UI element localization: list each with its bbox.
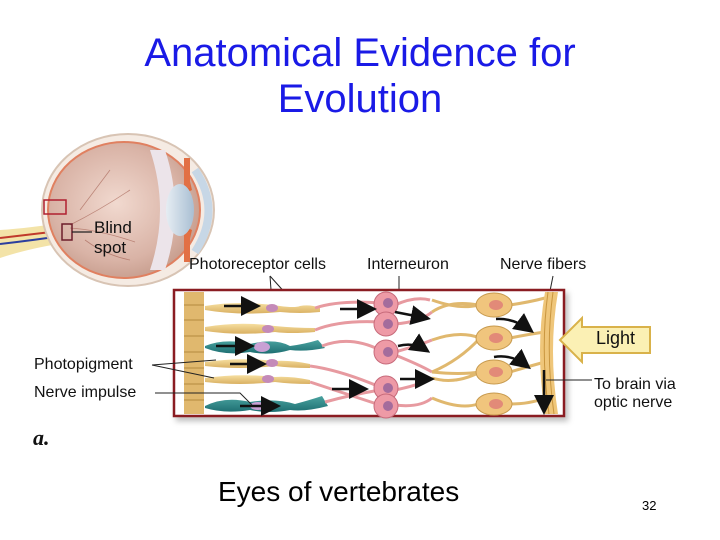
photopigment-label: Photopigment	[34, 356, 133, 373]
blind-spot-line-2: spot	[94, 238, 127, 257]
to-brain-label: To brain via optic nerve	[594, 376, 676, 412]
to-brain-line-1: To brain via	[594, 376, 676, 393]
page-number: 32	[642, 498, 657, 513]
blind-spot-label: Blind spot	[94, 218, 132, 258]
nerve-impulse-label: Nerve impulse	[34, 384, 137, 401]
nerve-fibers-label: Nerve fibers	[500, 256, 587, 273]
to-brain-line-2: optic nerve	[594, 394, 673, 411]
light-arrow	[558, 315, 651, 365]
slide-caption: Eyes of vertebrates	[218, 476, 460, 507]
blind-spot-line-1: Blind	[94, 218, 132, 237]
eyeball-illustration	[0, 133, 215, 287]
title-line-2: Evolution	[277, 77, 443, 121]
photoreceptor-cells-label: Photoreceptor cells	[189, 256, 326, 273]
interneuron-label: Interneuron	[367, 256, 449, 273]
panel-letter: a.	[33, 425, 50, 450]
pigment-epithelium	[184, 292, 204, 414]
light-label: Light	[596, 328, 636, 348]
slide-title: Anatomical Evidence for Evolution	[0, 30, 720, 122]
title-line-1: Anatomical Evidence for	[144, 31, 576, 75]
